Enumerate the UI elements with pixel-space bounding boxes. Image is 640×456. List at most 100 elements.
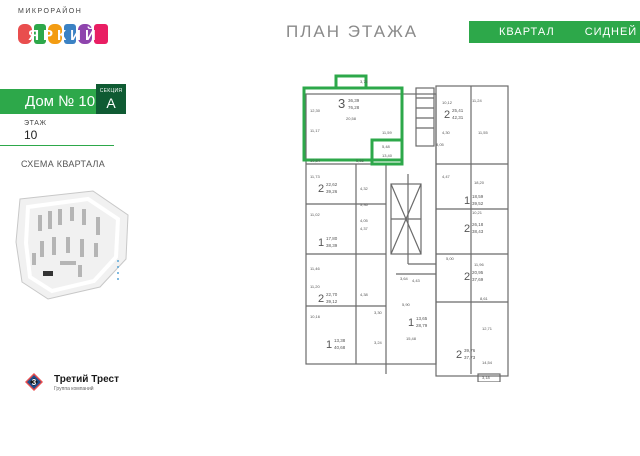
room-area-label: 10,16 [310, 314, 321, 319]
apartment-highlighted-rooms: 3 [338, 96, 345, 111]
room-area-label: 4,37 [360, 226, 369, 231]
room-area-label: 18,20 [474, 180, 485, 185]
apartment-8-area-total: 28,79 [416, 323, 428, 328]
room-area-label: 11,24 [472, 98, 482, 103]
company-logo-number: 3 [32, 378, 37, 387]
apartment-2-rooms: 2 [318, 183, 324, 195]
room-area-label: 5,48 [382, 144, 391, 149]
room-area-label: 4,30 [442, 130, 451, 135]
apartment-10-area-living: 39,76 [464, 348, 476, 353]
room-area-label: 5,00 [446, 256, 455, 261]
apartment-2-area-living: 22,62 [326, 182, 338, 187]
logo-wordmark: ЯРКИЙ [18, 24, 108, 44]
apartment-4-rooms: 1 [318, 237, 324, 249]
quarter-name: СИДНЕЙ [584, 26, 638, 38]
apartment-3-area-total: 39,52 [472, 201, 484, 206]
room-area-label: 12,71 [482, 326, 493, 331]
quarter-selector[interactable]: КВАРТАЛ СИДНЕЙ [469, 21, 640, 43]
apartment-5-rooms: 2 [464, 223, 470, 235]
room-area-label: 5,90 [402, 302, 411, 307]
room-area-label: 11,73 [310, 174, 320, 179]
company-logo: 3 [25, 373, 43, 391]
apartment-7-area-living: 22,70 [326, 292, 338, 297]
apartment-7-rooms: 2 [318, 293, 324, 305]
apartment-4-area-total: 38,39 [326, 243, 338, 248]
apartment-1-area-total: 42,31 [452, 115, 464, 120]
apartment-1-rooms: 2 [444, 109, 450, 121]
room-area-label: 3,30 [374, 310, 383, 315]
room-area-label: 4,47 [442, 174, 451, 179]
scheme-label: СХЕМА КВАРТАЛА [21, 159, 106, 169]
room-area-label: 11,46 [310, 266, 320, 271]
quarter-scheme-map[interactable] [8, 187, 133, 302]
room-area-label: 11,96 [474, 262, 484, 267]
house-title: Дом № 10 [0, 89, 96, 114]
current-house-marker [43, 271, 53, 276]
section-label: СЕКЦИЯ [99, 88, 123, 94]
apartment-1-area-living: 25,41 [452, 108, 464, 113]
company-subtitle: Группа компаний [54, 386, 94, 392]
room-area-label: 3,24 [374, 340, 383, 345]
section-value: А [106, 95, 116, 111]
room-area-label: 4,32 [360, 186, 369, 191]
apartment-10-area-total: 37,73 [464, 355, 476, 360]
apartment-9-area-living: 13,38 [334, 338, 346, 343]
quarter-label: КВАРТАЛ [499, 26, 555, 38]
room-area-label: 15,48 [406, 336, 417, 341]
room-area-label: 4,43 [412, 278, 421, 283]
apartment-9-rooms: 1 [326, 339, 332, 351]
room-area-label: 11,59 [382, 130, 392, 135]
room-area-label: 3,18 [482, 375, 491, 380]
apartment-4-area-living: 17,80 [326, 236, 338, 241]
apartment-3-area-living: 18,59 [472, 194, 484, 199]
apartment-3-rooms: 1 [464, 195, 470, 207]
room-area-label: 3,64 [400, 276, 409, 281]
apartment-6-rooms: 2 [464, 271, 470, 283]
room-area-label: 8,61 [480, 296, 489, 301]
room-area-label: 4,38 [360, 292, 369, 297]
logo-subtitle: МИКРОРАЙОН [18, 8, 83, 15]
room-area-label: 13,40 [382, 153, 393, 158]
company-name: Третий Трест [54, 374, 119, 385]
room-area-label: 5,36 [360, 202, 369, 207]
room-area-label: 10,84 [310, 158, 321, 163]
room-area-label: 10,12 [442, 100, 453, 105]
room-area-label: 14,54 [482, 360, 493, 365]
apartment-10-rooms: 2 [456, 349, 462, 361]
floor-label: ЭТАЖ [24, 120, 47, 127]
room-area-label: 5,86 [356, 158, 365, 163]
room-area-label: 8,05 [436, 142, 445, 147]
room-area-label: 10,21 [472, 210, 483, 215]
room-area-label: 11,20 [310, 284, 320, 289]
room-area-label: 11,17 [310, 128, 320, 133]
section-badge: СЕКЦИЯ А [96, 84, 126, 114]
apartment-highlighted-area-living: 36,39 [348, 98, 360, 103]
apartment-8-rooms: 1 [408, 317, 414, 329]
apartment-2-area-total: 39,26 [326, 189, 338, 194]
logo-name: ЯРКИЙ [28, 26, 100, 44]
room-area-label: 12,30 [310, 108, 321, 113]
apartment-highlighted-area-total: 76,28 [348, 105, 360, 110]
apartment-5-area-living: 26,18 [472, 222, 484, 227]
apartment-9-area-total: 40,68 [334, 345, 346, 350]
apartment-6-area-total: 37,69 [472, 277, 484, 282]
divider [0, 145, 114, 146]
floor-value: 10 [24, 128, 38, 142]
apartment-6-area-living: 20,95 [472, 270, 484, 275]
room-area-label: 11,55 [478, 130, 488, 135]
room-area-label: 11,02 [310, 212, 320, 217]
page-title: ПЛАН ЭТАЖА [286, 22, 419, 41]
room-area-label: 4,05 [360, 218, 369, 223]
